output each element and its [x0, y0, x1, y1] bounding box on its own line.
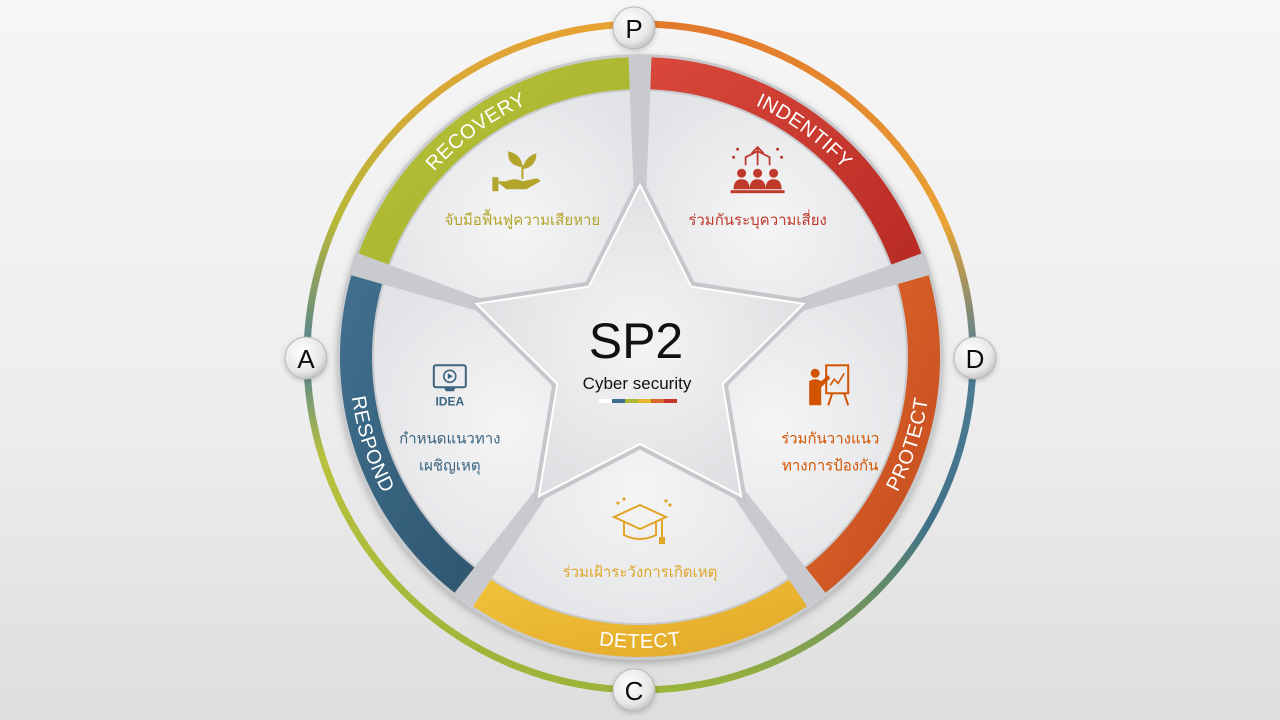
segment-label-detect: DETECT [598, 628, 682, 653]
arc-recovery [358, 57, 630, 265]
badge-p: P [612, 6, 656, 50]
segment-line-respond-0: กำหนดแนวทาง [399, 429, 500, 447]
arc-detect [473, 579, 807, 658]
segment-line-respond-1: เผชิญเหตุ [419, 456, 481, 475]
center-title-block: SP2 Cyber security [583, 313, 692, 403]
arc-respond [339, 275, 475, 593]
arc-identify [650, 57, 922, 265]
center-title: SP2 [589, 313, 684, 369]
color-bar-swatch [664, 399, 677, 403]
color-bar-swatch [651, 399, 664, 403]
color-bar-swatch [612, 399, 625, 403]
segment-text-recovery: จับมือฟื้นฟูความเสียหาย [445, 209, 601, 229]
team-growth-icon [730, 145, 785, 194]
idea-monitor-icon: IDEA [432, 364, 467, 408]
segment-text-detect: ร่วมเฝ้าระวังการเกิดเหตุ [563, 563, 718, 582]
badge-a: A [284, 336, 328, 380]
segment-text-identify: ร่วมกันระบุความเสี่ยง [688, 209, 827, 230]
segment-line-protect-1: ทางการป้องกัน [782, 456, 878, 474]
presentation-icon [809, 364, 850, 406]
color-bar-swatch [599, 399, 612, 403]
center-star [474, 182, 806, 499]
segment-line-identify-0: ร่วมกันระบุความเสี่ยง [688, 209, 827, 230]
badge-a-letter: A [297, 344, 315, 374]
badge-c-letter: C [625, 676, 644, 706]
badge-c: C [612, 668, 656, 712]
sector-detect [492, 357, 788, 623]
segment-line-protect-0: ร่วมกันวางแนว [781, 429, 879, 447]
center-color-bar [599, 399, 677, 403]
color-bar-swatch [625, 399, 638, 403]
segment-line-recovery-0: จับมือฟื้นฟูความเสียหาย [445, 209, 601, 229]
badge-d: D [953, 336, 997, 380]
center-subtitle: Cyber security [583, 374, 692, 393]
graduation-cap-icon [611, 497, 672, 544]
segment-text-protect: ร่วมกันวางแนวทางการป้องกัน [781, 429, 879, 474]
color-bar-swatch [638, 399, 651, 403]
badge-p-letter: P [625, 14, 642, 44]
segment-line-detect-0: ร่วมเฝ้าระวังการเกิดเหตุ [563, 563, 718, 582]
svg-text:IDEA: IDEA [435, 394, 464, 408]
plant-hand-icon [492, 151, 541, 192]
segment-text-respond: กำหนดแนวทางเผชิญเหตุ [399, 429, 500, 475]
badge-d-letter: D [966, 344, 985, 374]
arc-protect [805, 275, 941, 593]
